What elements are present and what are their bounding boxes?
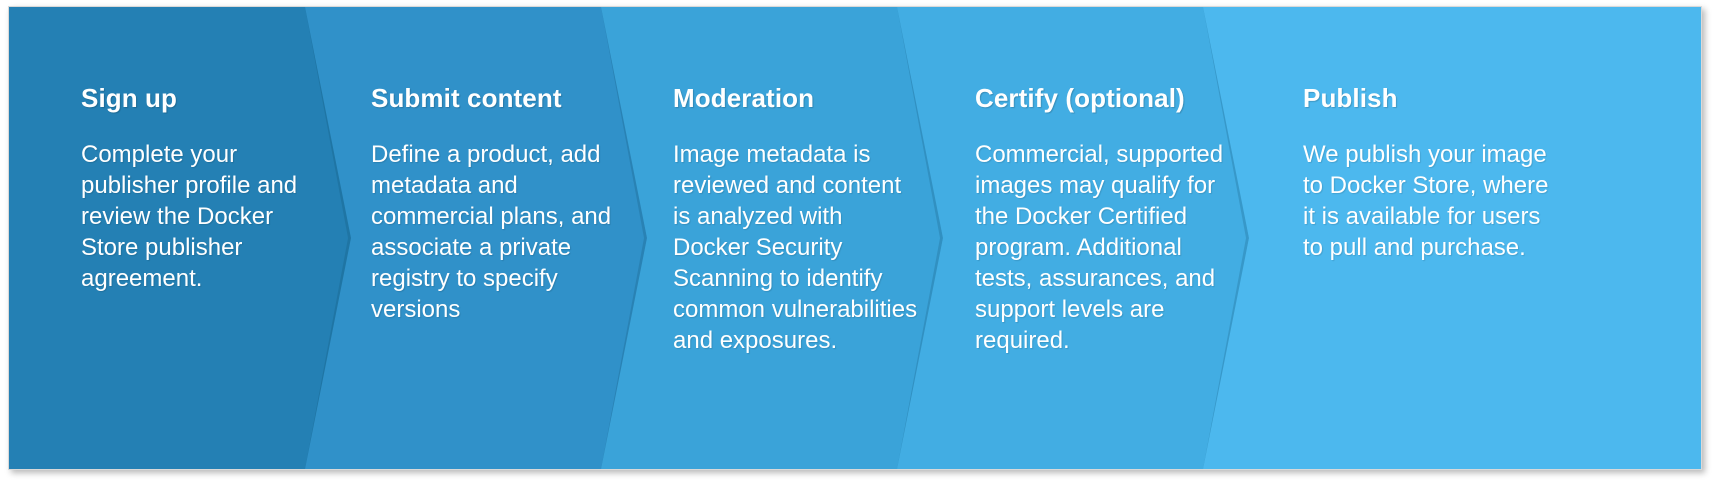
step-title-submit-content: Submit content <box>371 83 562 113</box>
step-title-sign-up: Sign up <box>81 83 178 113</box>
step-text-certify: Certify (optional) Commercial, supported… <box>975 83 1233 356</box>
process-step-publish[interactable]: Publish We publish your image to Docker … <box>1203 7 1701 469</box>
step-body-moderation: Image metadata is reviewed and content i… <box>673 141 918 354</box>
process-step-certify[interactable]: Certify (optional) Commercial, supported… <box>897 7 1257 469</box>
chevron-shape-certify <box>897 7 1257 469</box>
process-step-submit-content[interactable]: Submit content Define a product, add met… <box>305 7 655 469</box>
step-body-certify: Commercial, supported images may qualify… <box>975 141 1224 354</box>
process-flow: Sign up Complete your publisher profile … <box>9 7 1701 469</box>
chevron-shape-submit-content <box>305 7 655 469</box>
step-title-publish: Publish <box>1303 83 1398 113</box>
step-title-certify: Certify (optional) <box>975 83 1185 113</box>
step-body-sign-up: Complete your publisher profile and revi… <box>81 141 298 292</box>
process-step-sign-up[interactable]: Sign up Complete your publisher profile … <box>9 7 359 469</box>
process-diagram-frame: Sign up Complete your publisher profile … <box>8 6 1702 470</box>
process-step-moderation[interactable]: Moderation Image metadata is reviewed an… <box>601 7 951 469</box>
chevron-shape-publish <box>1203 7 1701 469</box>
step-text-moderation: Moderation Image metadata is reviewed an… <box>673 83 919 356</box>
step-title-moderation: Moderation <box>673 83 815 113</box>
step-body-publish: We publish your image to Docker Store, w… <box>1303 141 1549 261</box>
chevron-shape-sign-up <box>9 7 359 469</box>
step-text-sign-up: Sign up Complete your publisher profile … <box>81 83 315 294</box>
step-text-submit-content: Submit content Define a product, add met… <box>371 83 619 325</box>
chevron-shape-moderation <box>601 7 951 469</box>
step-body-submit-content: Define a product, add metadata and comme… <box>371 141 612 323</box>
step-text-publish: Publish We publish your image to Docker … <box>1303 83 1563 263</box>
